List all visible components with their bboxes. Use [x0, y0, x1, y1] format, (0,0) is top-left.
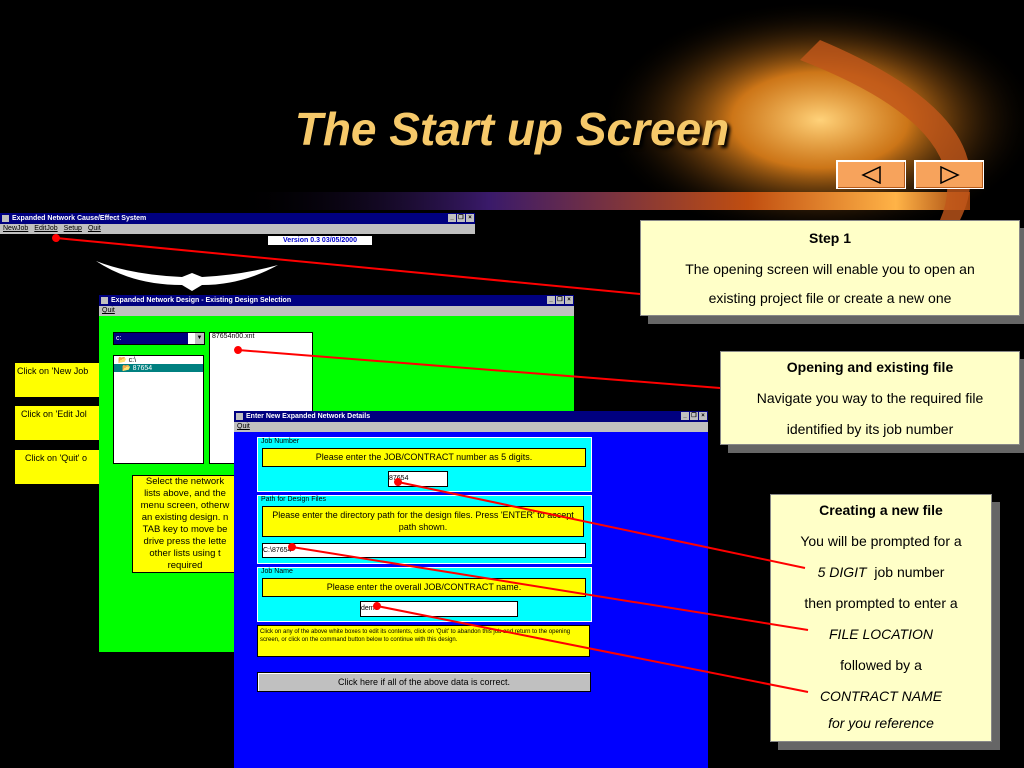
side-label-text: Click on 'Edit Jol — [21, 409, 87, 419]
callout-emphasis: FILE LOCATION — [829, 626, 933, 642]
minimize-icon[interactable]: _ — [448, 214, 456, 222]
main-window: Expanded Network Cause/Effect System _❐×… — [0, 213, 475, 246]
callout-emphasis: CONTRACT NAME — [819, 688, 943, 704]
menu-editjob[interactable]: EditJob — [34, 225, 58, 232]
app-icon — [236, 413, 243, 420]
side-label-quit: Click on 'Quit' o — [14, 449, 102, 485]
path-value: C:\87654 — [263, 547, 292, 554]
callout-line: existing project file or create a new on… — [708, 290, 952, 306]
menu-quit[interactable]: Quit — [102, 307, 115, 314]
app-icon — [2, 215, 9, 222]
version-label: Version 0.3 03/05/2000 — [268, 236, 372, 245]
list-item[interactable]: 📂 87654 — [114, 364, 203, 372]
path-frame: Path for Design Files Please enter the d… — [257, 495, 592, 564]
side-label-editjob: Click on 'Edit Jol — [14, 405, 102, 441]
callout-emphasis: 5 DIGIT — [817, 564, 867, 580]
callout-emphasis: for you reference — [828, 715, 934, 731]
job-number-value: 87654 — [389, 475, 409, 482]
callout-opening-file: Opening and existing file Navigate you w… — [720, 351, 1020, 445]
slide-title: The Start up Screen — [294, 103, 730, 155]
close-icon[interactable]: × — [466, 214, 474, 222]
minimize-icon[interactable]: _ — [547, 296, 555, 304]
instruction-line: required — [167, 560, 203, 571]
path-prompt: Please enter the directory path for the … — [262, 506, 584, 537]
main-window-title: Expanded Network Cause/Effect System — [12, 215, 147, 222]
design-window-titlebar: Expanded Network Design - Existing Desig… — [99, 295, 574, 306]
drive-select[interactable]: c: ▼ — [113, 332, 205, 345]
job-number-prompt: Please enter the JOB/CONTRACT number as … — [262, 448, 586, 467]
close-icon[interactable]: × — [699, 412, 707, 420]
job-name-frame: Job Name Please enter the overall JOB/CO… — [257, 567, 592, 622]
job-number-input[interactable]: 87654 — [388, 471, 448, 487]
design-menu-bar: Quit — [99, 306, 574, 316]
details-menu-bar: Quit — [234, 422, 708, 432]
job-name-prompt: Please enter the overall JOB/CONTRACT na… — [262, 578, 586, 597]
main-window-titlebar: Expanded Network Cause/Effect System _❐× — [0, 213, 475, 224]
new-details-window: Enter New Expanded Network Details _❐× Q… — [234, 411, 708, 768]
callout-line: The opening screen will enable you to op… — [685, 261, 975, 277]
instruction-line: an existing design. n — [141, 512, 229, 523]
callout-heading: Opening and existing file — [786, 359, 954, 375]
menu-quit[interactable]: Quit — [87, 225, 101, 232]
restore-icon[interactable]: ❐ — [556, 296, 564, 304]
list-item[interactable]: 📂 c:\ — [118, 357, 137, 364]
directory-list[interactable]: 📂 c:\ 📂 87654 — [113, 355, 204, 464]
job-name-value: demo — [361, 605, 379, 612]
job-number-frame: Job Number Please enter the JOB/CONTRACT… — [257, 437, 592, 492]
callout-line: identified by its job number — [786, 421, 954, 437]
instruction-line: lists above, and the — [144, 488, 226, 499]
details-window-title: Enter New Expanded Network Details — [246, 413, 371, 420]
job-number-header: Job Number — [261, 438, 300, 445]
eagle-logo-icon — [96, 261, 278, 291]
path-input[interactable]: C:\87654 — [262, 543, 586, 558]
instruction-line: drive press the lette — [143, 536, 227, 547]
directory-name: c:\ — [128, 357, 137, 364]
instruction-line: TAB key to move be — [142, 524, 228, 535]
callout-text: job number — [866, 564, 945, 580]
job-name-input[interactable]: demo — [360, 601, 518, 617]
list-item[interactable]: 87654n00.xnt — [212, 333, 255, 340]
drive-select-value: c: — [114, 333, 188, 344]
callout-heading: Step 1 — [808, 230, 851, 246]
confirm-data-button[interactable]: Click here if all of the above data is c… — [257, 672, 591, 692]
instructions-panel: Select the network lists above, and the … — [132, 475, 238, 573]
restore-icon[interactable]: ❐ — [690, 412, 698, 420]
instruction-line: menu screen, otherw — [140, 500, 230, 511]
main-menu-bar: NewJob EditJob Setup Quit — [0, 224, 475, 234]
menu-quit[interactable]: Quit — [237, 423, 250, 430]
callout-line: 5 DIGIT job number — [771, 557, 991, 588]
close-icon[interactable]: × — [565, 296, 573, 304]
chevron-down-icon[interactable]: ▼ — [195, 333, 204, 344]
instruction-line: Select the network — [145, 476, 225, 487]
path-header: Path for Design Files — [261, 496, 326, 503]
triangle-left-icon — [861, 165, 881, 184]
callout-line: You will be prompted for a — [800, 533, 962, 549]
next-slide-button[interactable] — [914, 160, 984, 189]
restore-icon[interactable]: ❐ — [457, 214, 465, 222]
job-name-header: Job Name — [261, 568, 293, 575]
details-window-titlebar: Enter New Expanded Network Details _❐× — [234, 411, 708, 422]
callout-creating-file: Creating a new file You will be prompted… — [770, 494, 992, 742]
instructions-note: Click on any of the above white boxes to… — [257, 625, 590, 657]
side-label-text: Click on 'Quit' o — [25, 453, 87, 463]
menu-newjob[interactable]: NewJob — [3, 225, 29, 232]
callout-line: then prompted to enter a — [804, 595, 958, 611]
previous-slide-button[interactable] — [836, 160, 906, 189]
callout-step1: Step 1 The opening screen will enable yo… — [640, 220, 1020, 316]
menu-setup[interactable]: Setup — [63, 225, 82, 232]
instruction-line: other lists using t — [149, 548, 221, 559]
minimize-icon[interactable]: _ — [681, 412, 689, 420]
design-window-title: Expanded Network Design - Existing Desig… — [111, 297, 292, 304]
app-icon — [101, 297, 108, 304]
callout-line: followed by a — [840, 657, 922, 673]
side-label-newjob: Click on 'New Job — [14, 362, 102, 398]
callout-line: Navigate you way to the required file — [756, 390, 984, 406]
directory-name: 87654 — [132, 365, 153, 372]
triangle-right-icon — [940, 165, 960, 184]
callout-heading: Creating a new file — [819, 502, 943, 518]
side-label-text: Click on 'New Job — [17, 366, 89, 376]
